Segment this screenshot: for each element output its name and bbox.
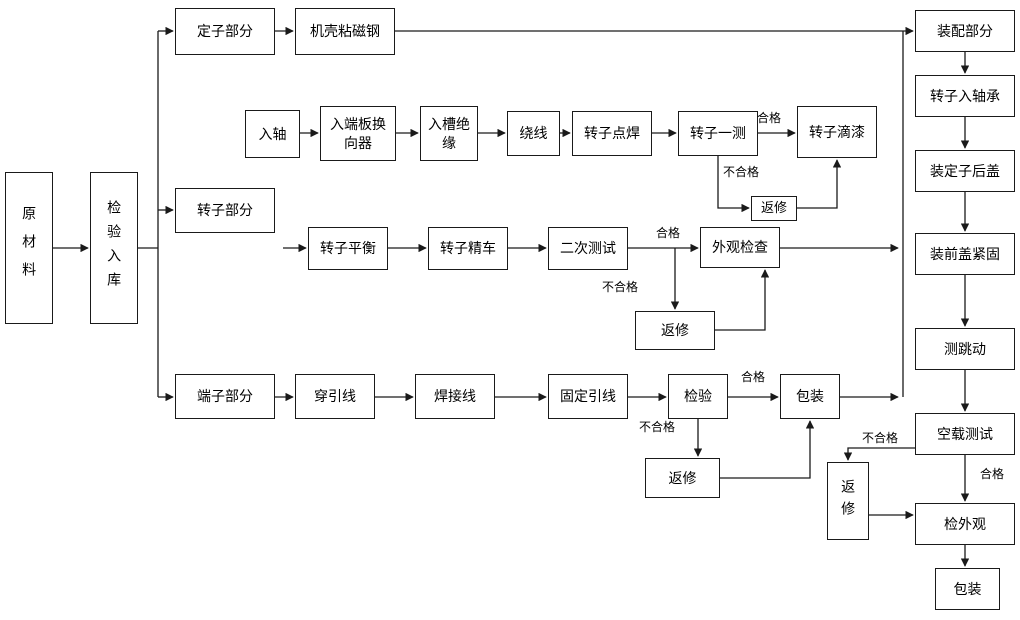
node-second-test: 二次测试	[548, 227, 628, 270]
node-rotor-into-bearing: 转子入轴承	[915, 75, 1015, 117]
node-rework-terminal: 返修	[645, 458, 720, 498]
node-rotor-varnish: 转子滴漆	[797, 106, 877, 158]
edge-label-fail-no-load-test: 不合格	[862, 431, 899, 445]
node-inspection: 检验	[668, 374, 728, 419]
node-slot-insulation: 入槽绝缘	[420, 106, 478, 161]
node-install-front-cover-fastening: 装前盖紧固	[915, 233, 1015, 275]
node-thread-lead-wire: 穿引线	[295, 374, 375, 419]
edge-label-fail-second-test: 不合格	[602, 280, 639, 294]
node-rotor-spot-weld: 转子点焊	[572, 111, 652, 156]
node-appearance-inspection: 外观检查	[700, 227, 780, 268]
node-fix-lead-wire: 固定引线	[548, 374, 628, 419]
node-shaft-insert: 入轴	[245, 110, 300, 158]
node-rotor-balance: 转子平衡	[308, 227, 388, 270]
node-no-load-test: 空载测试	[915, 413, 1015, 455]
node-end-plate-commutator: 入端板换向器	[320, 106, 396, 161]
node-rotor-precision-turning: 转子精车	[428, 227, 508, 270]
node-install-stator-rear-cover: 装定子后盖	[915, 150, 1015, 192]
node-rework-final: 返修	[827, 462, 869, 540]
node-rotor-section: 转子部分	[175, 188, 275, 233]
node-rotor-first-test: 转子一测	[678, 111, 758, 156]
node-appearance-check-final: 检外观	[915, 503, 1015, 545]
edge-label-fail-rotor-first-test: 不合格	[723, 165, 760, 179]
node-solder-lead-wire: 焊接线	[415, 374, 495, 419]
edge-label-pass-no-load-test: 合格	[980, 467, 1005, 481]
node-winding: 绕线	[507, 111, 560, 156]
node-raw-material: 原材料	[5, 172, 53, 324]
node-assembly-section: 装配部分	[915, 10, 1015, 52]
node-rework-rotor-test: 返修	[751, 196, 797, 221]
node-stator-section: 定子部分	[175, 8, 275, 55]
node-packaging-terminal: 包装	[780, 374, 840, 419]
edge-label-fail-inspection: 不合格	[639, 420, 676, 434]
node-terminal-section: 端子部分	[175, 374, 275, 419]
edge-label-pass-inspection: 合格	[741, 370, 766, 384]
edge-label-pass-rotor-first-test: 合格	[757, 111, 782, 125]
node-rework-second-test: 返修	[635, 311, 715, 350]
edge-label-pass-second-test: 合格	[656, 226, 681, 240]
node-inspection-warehousing: 检验入库	[90, 172, 138, 324]
node-packaging-final: 包装	[935, 568, 1000, 610]
node-runout-test: 测跳动	[915, 328, 1015, 370]
node-casing-magnet-bonding: 机壳粘磁钢	[295, 8, 395, 55]
